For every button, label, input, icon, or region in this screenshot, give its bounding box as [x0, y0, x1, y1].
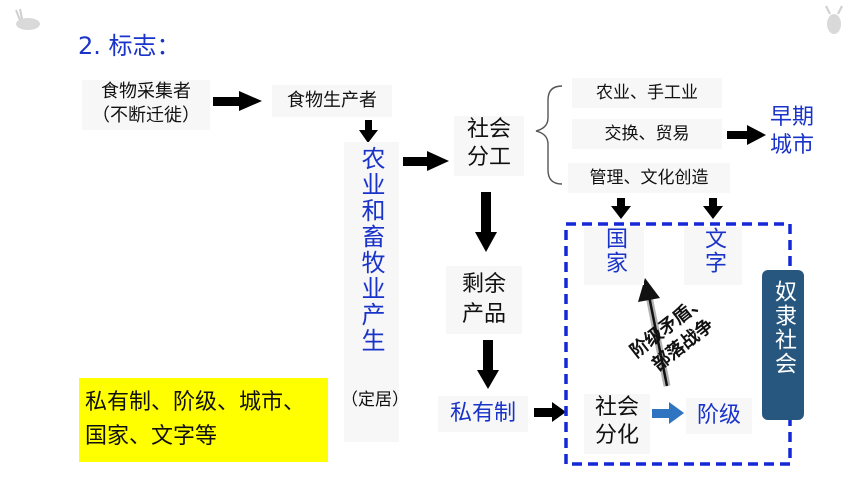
diff-label-1: 社会 — [594, 395, 639, 420]
surplus-label-2: 产品 — [461, 302, 506, 327]
node-producer: 食物生产者 — [272, 85, 392, 117]
node-early-city: 早期 城市 — [764, 104, 820, 160]
deer-icon — [825, 5, 843, 34]
summary-line-1: 私有制、阶级、城市、 — [85, 390, 306, 415]
branch-agriculture-handicraft: 农业、手工业 — [572, 78, 722, 108]
slave-society-label: 奴隶社会 — [771, 280, 796, 376]
node-class: 阶级 — [686, 398, 752, 434]
node-private-ownership: 私有制 — [438, 396, 528, 432]
node-state: 国家 — [584, 227, 644, 285]
division-label-2: 分工 — [466, 145, 511, 170]
diff-label-2: 分化 — [594, 423, 639, 448]
node-slave-society: 奴隶社会 — [762, 270, 804, 420]
node-gatherer: 食物采集者 （不断迁徙） — [82, 80, 210, 130]
column-agri: 农业和畜牧业产生 （定居） — [341, 142, 409, 442]
city-label-1: 早期 — [769, 105, 814, 130]
slide-title: 2. 标志： — [78, 32, 181, 60]
branch-trade: 交换、贸易 — [572, 119, 722, 149]
node-social-differentiation: 社会 分化 — [584, 394, 650, 454]
summary-line-2: 国家、文字等 — [85, 424, 218, 449]
node-surplus: 剩余 产品 — [446, 266, 522, 334]
gatherer-label: 食物采集者 — [101, 81, 191, 102]
summary-text: 私有制、阶级、城市、 国家、文字等 — [79, 378, 328, 454]
settled-label: （定居） — [341, 390, 409, 410]
node-writing: 文字 — [684, 227, 742, 285]
city-label-2: 城市 — [769, 133, 814, 158]
agri-label: 农业和畜牧业产生 — [357, 146, 385, 354]
node-division: 社会 分工 — [454, 116, 524, 176]
branch-management-culture: 管理、文化创造 — [568, 163, 730, 193]
deer-icon — [15, 8, 40, 30]
surplus-label-1: 剩余 — [461, 272, 506, 297]
division-label-1: 社会 — [466, 117, 511, 142]
gatherer-note: （不断迁徙） — [92, 105, 200, 126]
summary-box: 私有制、阶级、城市、 国家、文字等 — [79, 378, 328, 462]
